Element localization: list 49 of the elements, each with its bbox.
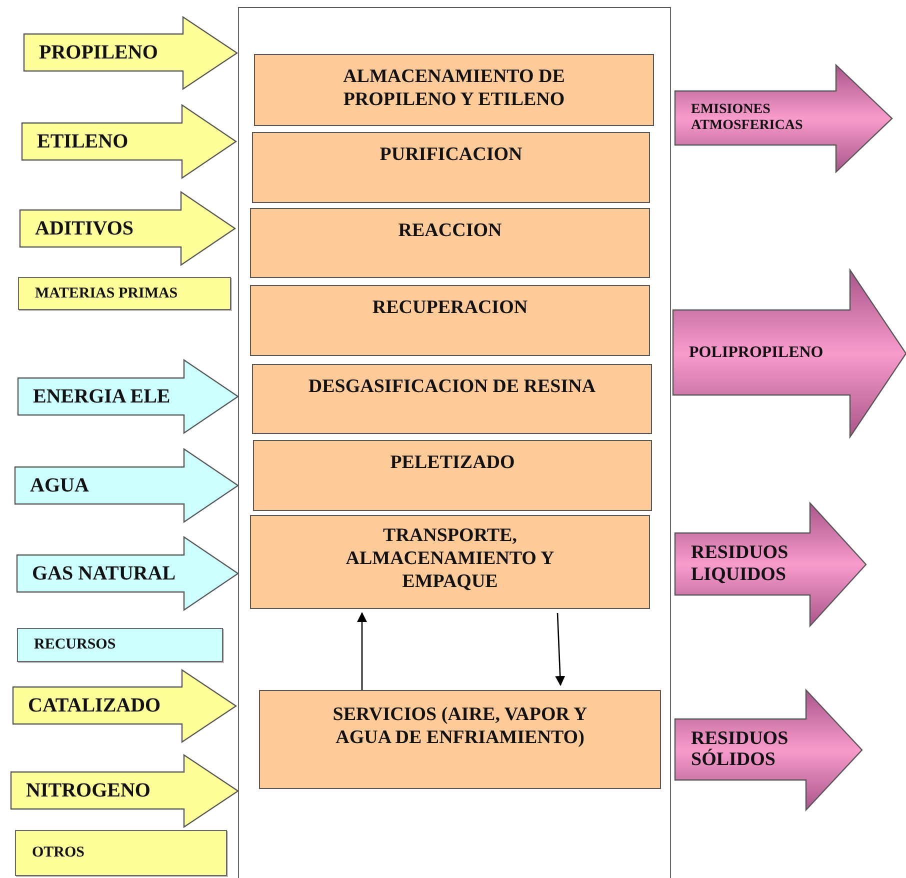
process-label: RECUPERACION <box>371 296 529 319</box>
banner-label: ENERGIA ELE <box>33 385 172 408</box>
process-box <box>253 440 652 511</box>
process-box <box>259 690 661 789</box>
process-label: ALMACENAMIENTO DE PROPILENO Y ETILENO <box>342 65 566 111</box>
process-box <box>250 285 650 356</box>
process-box <box>250 208 650 278</box>
process-box <box>250 515 650 609</box>
process-label: TRANSPORTE, ALMACENAMIENTO Y EMPAQUE <box>344 524 556 593</box>
category-label: OTROS <box>32 844 85 862</box>
arrow <box>555 612 566 686</box>
input-banner <box>13 670 236 742</box>
banner-label: CATALIZADO <box>28 694 162 717</box>
category-box <box>15 830 227 876</box>
process-label: DESGASIFICACION DE RESINA <box>307 375 597 398</box>
banner-label: EMISIONES ATMOSFERICAS <box>691 102 804 134</box>
plant-frame <box>238 7 671 878</box>
output-banner <box>675 65 892 172</box>
banner-label: AGUA <box>30 474 90 497</box>
process-box <box>252 364 652 434</box>
process-box <box>252 132 650 203</box>
category-box <box>17 628 223 662</box>
category-label: MATERIAS PRIMAS <box>35 285 178 302</box>
input-banner <box>11 755 238 827</box>
process-label: PURIFICACION <box>378 143 524 166</box>
input-banner <box>17 537 238 610</box>
process-box <box>254 54 654 126</box>
output-banner <box>675 503 866 626</box>
input-banner <box>15 449 238 522</box>
banner-label: RESIDUOS SÓLIDOS <box>691 728 790 772</box>
process-label: SERVICIOS (AIRE, VAPOR Y AGUA DE ENFRIAMIENTO) <box>332 703 588 749</box>
process-label: REACCION <box>397 219 503 242</box>
banner-label: NITROGENO <box>26 779 152 802</box>
output-banner <box>675 690 862 810</box>
category-box <box>18 277 231 310</box>
input-banner <box>18 360 238 433</box>
arrow <box>357 612 367 690</box>
output-banner <box>673 270 906 437</box>
banner-label: PROPILENO <box>39 41 159 64</box>
banner-label: ETILENO <box>37 130 130 153</box>
banner-label: POLIPROPILENO <box>689 343 824 362</box>
banner-label: RESIDUOS LIQUIDOS <box>691 542 790 586</box>
input-banner <box>22 105 236 178</box>
process-label: PELETIZADO <box>389 451 516 474</box>
input-banner <box>24 17 237 89</box>
banner-label: GAS NATURAL <box>32 562 177 585</box>
input-banner <box>20 192 235 265</box>
banner-label: ADITIVOS <box>35 217 135 240</box>
category-label: RECURSOS <box>34 636 116 654</box>
